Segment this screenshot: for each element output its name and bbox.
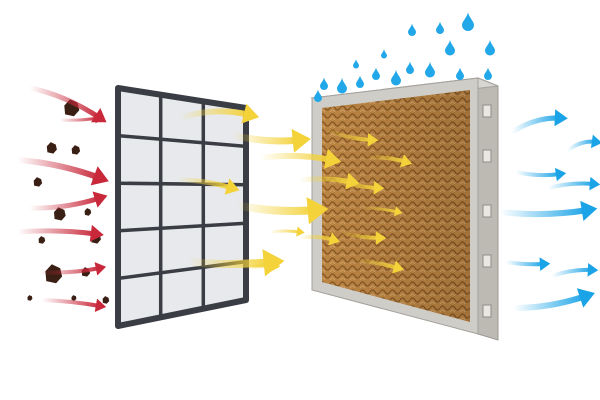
dust-particle-icon: [102, 296, 110, 304]
water-drop-icon: [337, 78, 347, 94]
air-arrow-icon: [338, 230, 387, 245]
air-arrow-icon: [354, 258, 404, 274]
air-arrow-icon: [177, 103, 260, 124]
dust-air-arrows: [15, 85, 109, 312]
dust-particle-icon: [71, 145, 81, 155]
filter-frame: [115, 85, 249, 329]
cool-air-arrow-icon: [504, 257, 551, 272]
cool-air-arrow-icon: [497, 200, 598, 222]
air-arrow-icon: [364, 154, 412, 168]
cool-air-arrow-icon: [514, 167, 567, 182]
air-arrow-icon: [257, 148, 342, 169]
air-arrow-icon: [232, 197, 329, 225]
dust-particle-icon: [38, 236, 46, 244]
air-arrow-icon: [175, 177, 240, 195]
cool-air-arrow-icon: [546, 176, 600, 191]
air-arrow-icon: [246, 258, 281, 273]
dust-particle-icon: [54, 207, 66, 221]
dust-particle-icon: [71, 295, 77, 301]
water-drop-icon: [456, 67, 464, 80]
air-arrow-icon: [360, 206, 403, 217]
air-arrow-icon: [328, 176, 385, 195]
water-drop-icon: [445, 40, 455, 56]
water-drop-icon: [314, 89, 322, 102]
cool-air-arrow-icon: [511, 288, 595, 311]
water-drop-icon: [406, 61, 414, 74]
water-drop-icon: [372, 67, 380, 80]
air-arrow-icon: [324, 128, 379, 147]
water-drops: [314, 12, 495, 102]
air-arrow-icon: [298, 232, 340, 246]
air-arrow-icon: [228, 128, 311, 153]
water-drop-icon: [353, 59, 359, 69]
water-drop-icon: [462, 12, 474, 31]
water-drop-icon: [436, 21, 444, 34]
evaporative-cooling-pad: [310, 77, 499, 341]
water-drop-icon: [381, 49, 387, 59]
dust-arrow-icon: [15, 157, 109, 186]
water-drop-icon: [320, 77, 328, 90]
filtered-air-arrows: [175, 103, 412, 277]
cool-air-arrow-icon: [566, 134, 600, 152]
water-drop-icon: [485, 40, 495, 56]
dust-particle-icon: [33, 177, 43, 187]
filter-mesh: [117, 94, 247, 318]
dust-arrow-icon: [15, 224, 104, 242]
dust-arrow-icon: [58, 113, 103, 124]
dust-particle-icon: [84, 208, 92, 216]
water-drop-icon: [425, 62, 435, 78]
pre-filter-grid: [115, 85, 249, 329]
dust-arrow-icon: [40, 298, 107, 312]
dust-particle-icon: [46, 142, 57, 154]
cool-air-arrows: [497, 109, 600, 311]
air-arrow-icon: [268, 226, 305, 237]
water-drop-icon: [484, 67, 492, 80]
dust-arrow-icon: [27, 191, 108, 211]
water-drop-icon: [408, 23, 416, 36]
dust-arrow-icon: [38, 262, 107, 276]
water-drop-icon: [391, 70, 401, 86]
water-drop-icon: [356, 75, 364, 88]
pad-clips: [482, 104, 492, 318]
cool-air-arrow-icon: [509, 109, 568, 135]
dust-particle-icon: [27, 295, 33, 301]
cool-air-arrow-icon: [550, 263, 599, 278]
